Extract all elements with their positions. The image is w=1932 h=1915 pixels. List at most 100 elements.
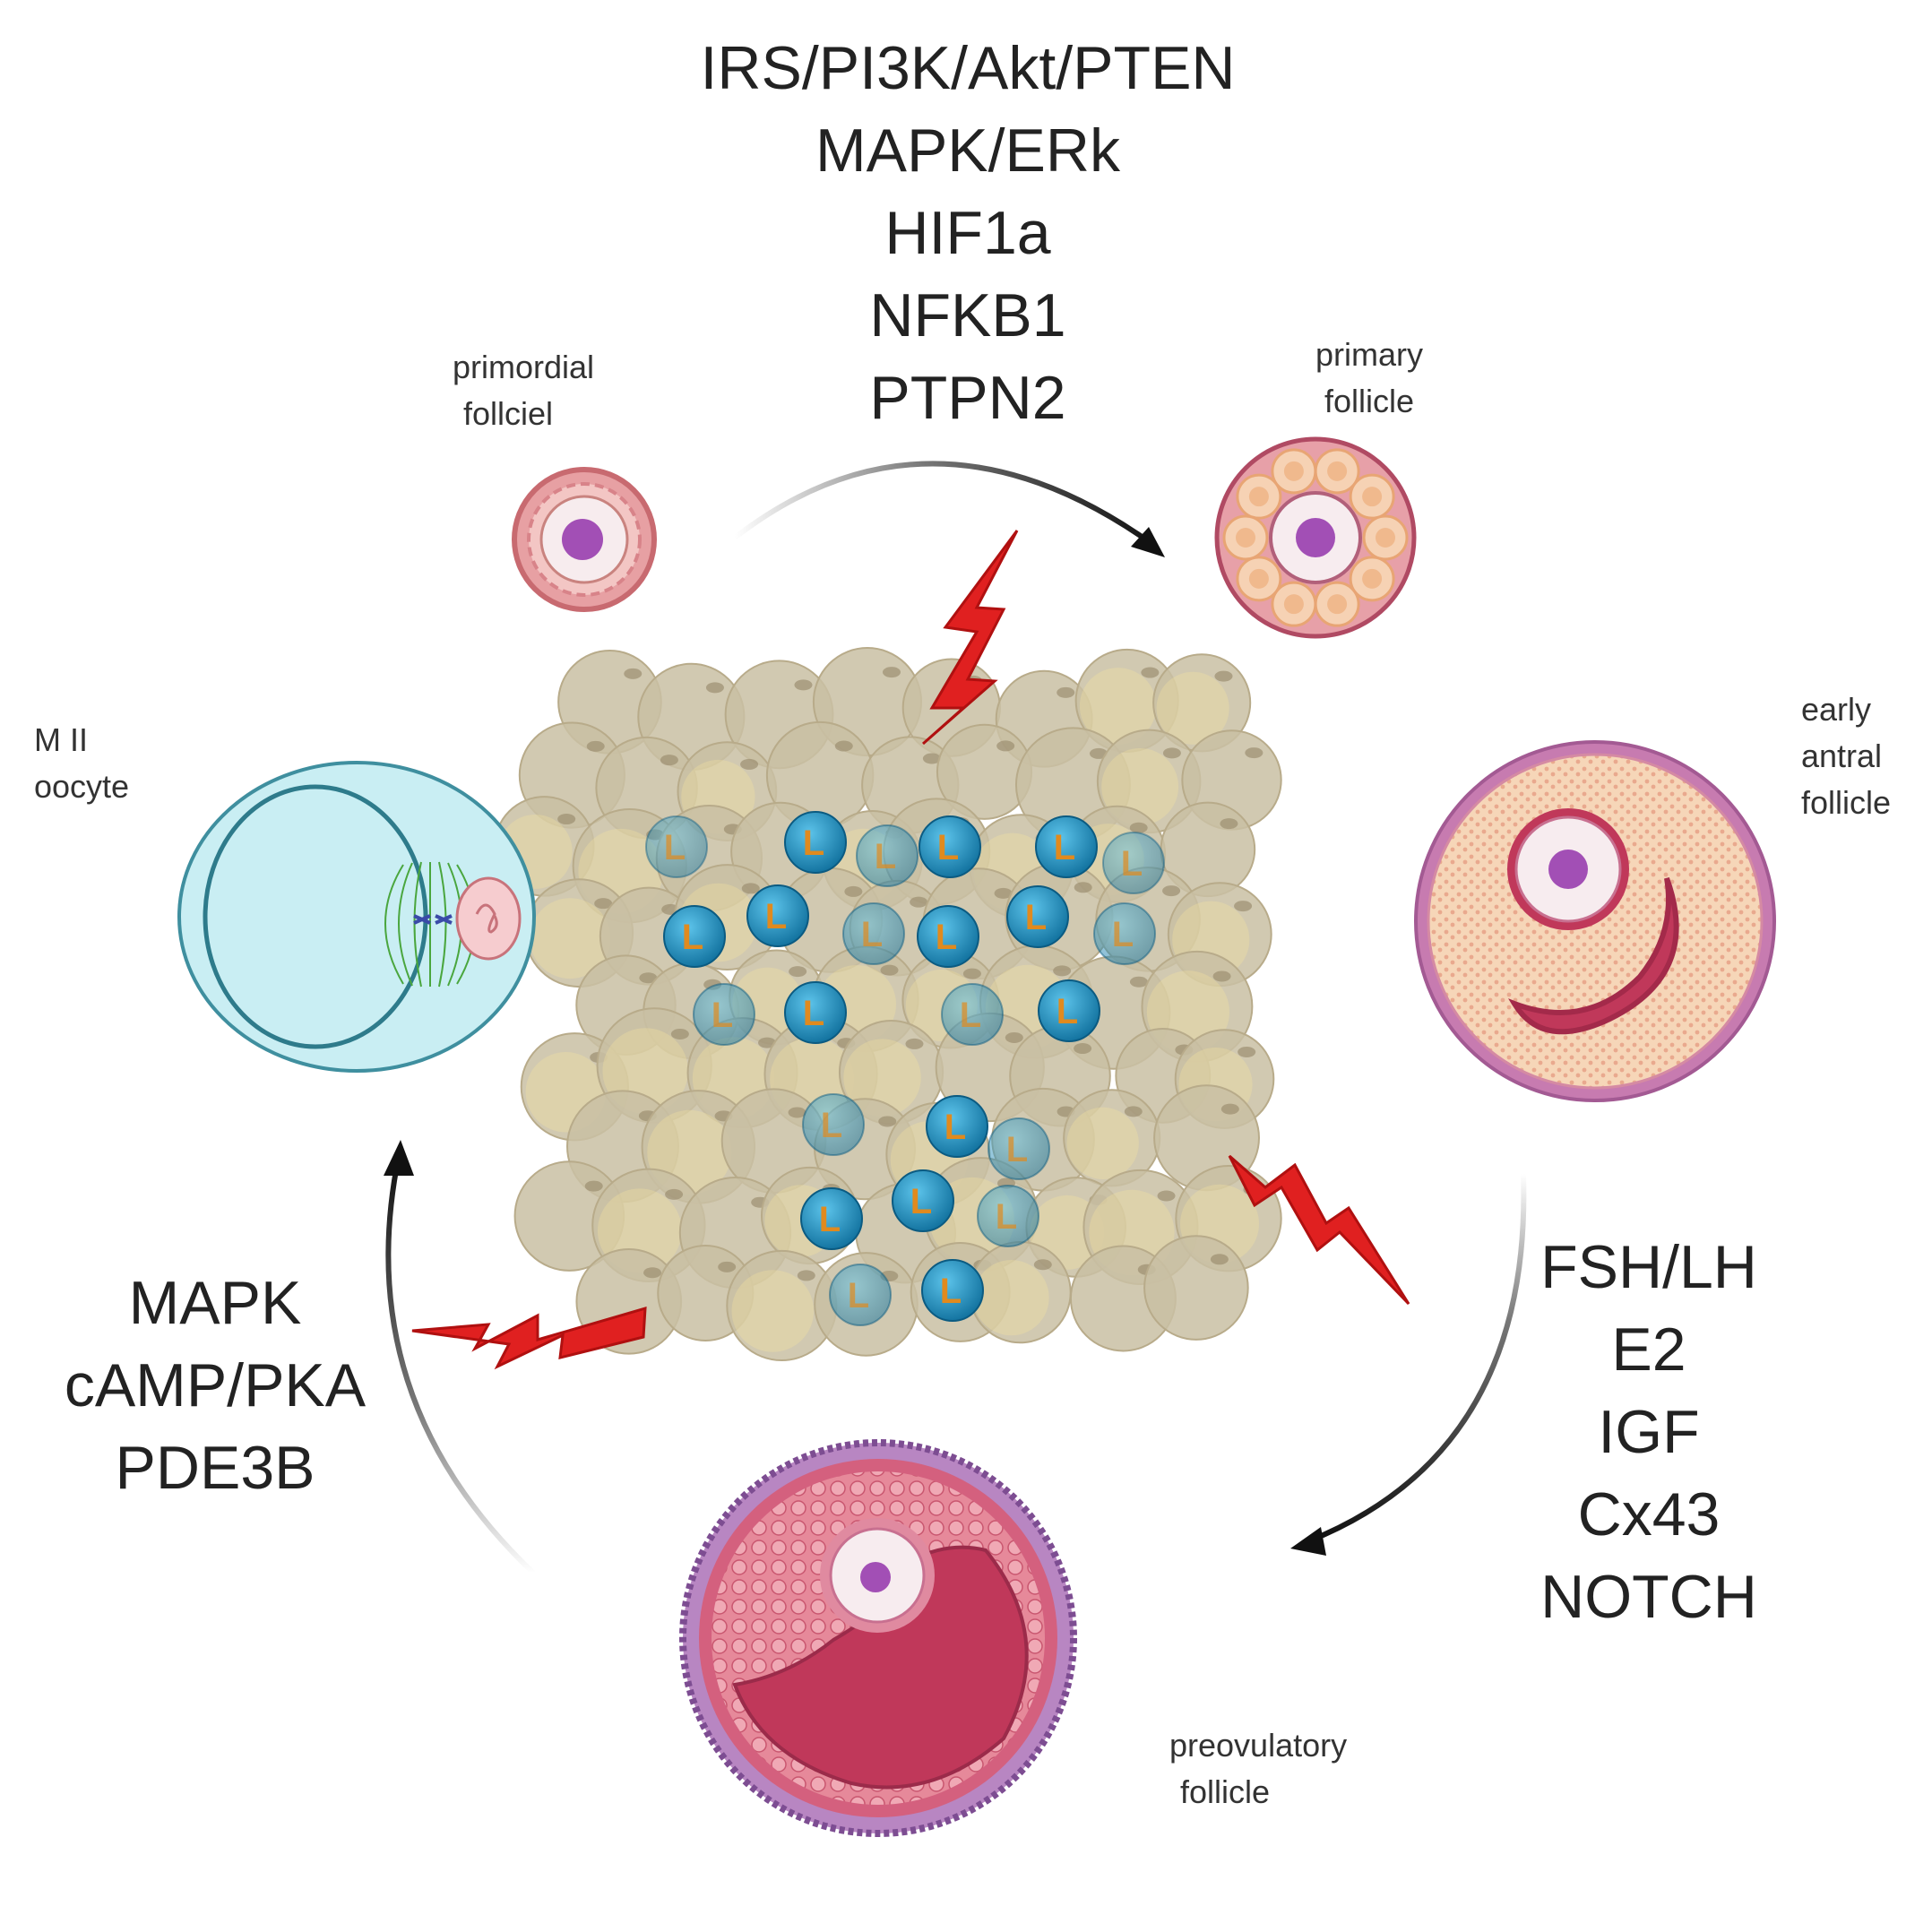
arrow-primordial-to-primary [733, 461, 1158, 549]
pathway-item: PTPN2 [869, 364, 1066, 432]
lymphocyte-cell: L [919, 815, 981, 878]
mii-oocyte-illustration [177, 761, 536, 1073]
lymphocyte-label: L [960, 996, 981, 1035]
lymphocyte-cell: L [784, 811, 847, 874]
lymphocyte-label: L [875, 837, 896, 876]
lightning-bolt-icon [922, 530, 1019, 746]
label-mii-oocyte: M II oocyte [34, 721, 130, 805]
lymphocyte-cell: L [1035, 815, 1098, 878]
lymphocyte-label: L [936, 918, 957, 957]
adipocyte-cell [1143, 1235, 1249, 1341]
lymphocyte-cell: L [1038, 979, 1100, 1042]
lightning-bolt-icon [411, 1306, 647, 1370]
pathway-item: NOTCH [1540, 1563, 1757, 1631]
pathway-item: IGF [1598, 1398, 1700, 1466]
lymphocyte-label: L [1112, 915, 1134, 954]
pathway-list-top: IRS/PI3K/Akt/PTEN MAPK/ERk HIF1a NFKB1 P… [582, 27, 1353, 439]
lymphocyte-label: L [861, 915, 883, 954]
lymphocyte-label: L [765, 897, 787, 936]
lymphocyte-label: L [682, 918, 703, 957]
lymphocyte-label: L [803, 994, 824, 1033]
polar-body [455, 876, 522, 961]
arrow-head-top [1131, 527, 1165, 557]
lymphocyte-cell: L [926, 1095, 988, 1158]
lymphocyte-cell: L [1006, 885, 1069, 948]
adipocyte-cell [1152, 653, 1252, 753]
lymphocyte-cell: L [1102, 832, 1165, 894]
lymphocyte-cell: L [842, 902, 905, 965]
pathway-item: IRS/PI3K/Akt/PTEN [700, 34, 1236, 102]
adipocyte-cell [1074, 648, 1179, 753]
antrum-cavity [1508, 876, 1679, 1035]
lymphocyte-cell: L [941, 983, 1004, 1046]
lymphocyte-label: L [1121, 844, 1143, 884]
adipocyte-cell [969, 1240, 1072, 1344]
label-primary-follicle: primary follicle [1315, 336, 1423, 419]
lymphocyte-cell: L [1093, 902, 1156, 965]
arrow-head-left [384, 1140, 414, 1176]
lymphocyte-cell: L [802, 1093, 865, 1156]
lymphocyte-label: L [848, 1276, 869, 1315]
lymphocyte-label: L [944, 1108, 966, 1147]
preovulatory-follicle-illustration [679, 1439, 1077, 1837]
lymphocyte-cell: L [856, 824, 919, 887]
adipocyte-cell [726, 1249, 838, 1362]
adipose-tissue-cluster [494, 647, 1282, 1362]
lymphocyte-cell: L [663, 905, 726, 968]
pathway-item: FSH/LH [1540, 1233, 1757, 1301]
pathway-item: MAPK [128, 1269, 302, 1337]
lymphocyte-label: L [996, 1197, 1017, 1237]
pathway-item: NFKB1 [869, 281, 1066, 349]
lymphocyte-cell: L [921, 1259, 984, 1322]
lymphocyte-cell: L [829, 1264, 892, 1326]
label-early-antral-follicle: early antral follicle [1801, 691, 1892, 821]
primary-follicle-illustration [1214, 436, 1417, 639]
label-preovulatory-follicle: preovulatory follicle [1169, 1727, 1348, 1810]
adipocyte-cell [1063, 1089, 1161, 1187]
lymphocyte-label: L [937, 828, 959, 867]
arrow-antral-to-preovulatory [1307, 1173, 1527, 1544]
lymphocyte-label: L [1006, 1130, 1028, 1169]
lymphocyte-cell: L [917, 905, 979, 968]
lymphocyte-cell: L [800, 1187, 863, 1250]
pathway-item: HIF1a [884, 199, 1051, 267]
lymphocyte-label: L [910, 1182, 932, 1221]
lymphocyte-cell: L [784, 981, 847, 1044]
oocyte-nucleus-icon [562, 519, 603, 560]
lymphocyte-cell: L [693, 983, 755, 1046]
lymphocyte-cell: L [988, 1117, 1050, 1180]
lymphocyte-label: L [803, 824, 824, 863]
lymphocyte-label: L [1025, 898, 1047, 937]
arrow-preovulatory-to-mii [385, 1155, 536, 1575]
lightning-bolt-icon [1228, 1154, 1410, 1306]
primordial-follicle-illustration [512, 467, 657, 612]
lymphocyte-cell: L [892, 1169, 954, 1232]
lymphocyte-cell: L [977, 1185, 1039, 1247]
oocyte-nucleus-icon [1296, 518, 1335, 557]
lymphocyte-label: L [664, 828, 686, 867]
lymphocyte-label: L [1054, 828, 1075, 867]
lymphocyte-label: L [819, 1200, 841, 1239]
pathway-list-left: MAPK cAMP/PKA PDE3B [27, 1262, 403, 1509]
pathway-item: Cx43 [1577, 1480, 1721, 1548]
lymphocyte-label: L [712, 996, 733, 1035]
label-primordial-follicle: primordial follciel [453, 349, 595, 432]
lymphocyte-label: L [940, 1272, 962, 1311]
early-antral-follicle-illustration [1414, 740, 1776, 1102]
pathway-item: PDE3B [115, 1434, 315, 1502]
pathway-item: cAMP/PKA [64, 1351, 367, 1419]
lymphocyte-label: L [821, 1106, 842, 1145]
pathway-item: E2 [1611, 1315, 1686, 1384]
pathway-item: MAPK/ERk [815, 116, 1121, 185]
oocyte-nucleus-icon [1548, 850, 1588, 889]
arrow-head-right [1290, 1527, 1326, 1556]
lymphocyte-cell: L [645, 815, 708, 878]
lymphocyte-cell: L [746, 884, 809, 947]
adipocyte-cell [720, 1088, 827, 1195]
lymphocyte-label: L [1057, 992, 1078, 1031]
oocyte-nucleus-icon [860, 1562, 891, 1592]
pathway-list-right: FSH/LH E2 IGF Cx43 NOTCH [1488, 1226, 1810, 1638]
